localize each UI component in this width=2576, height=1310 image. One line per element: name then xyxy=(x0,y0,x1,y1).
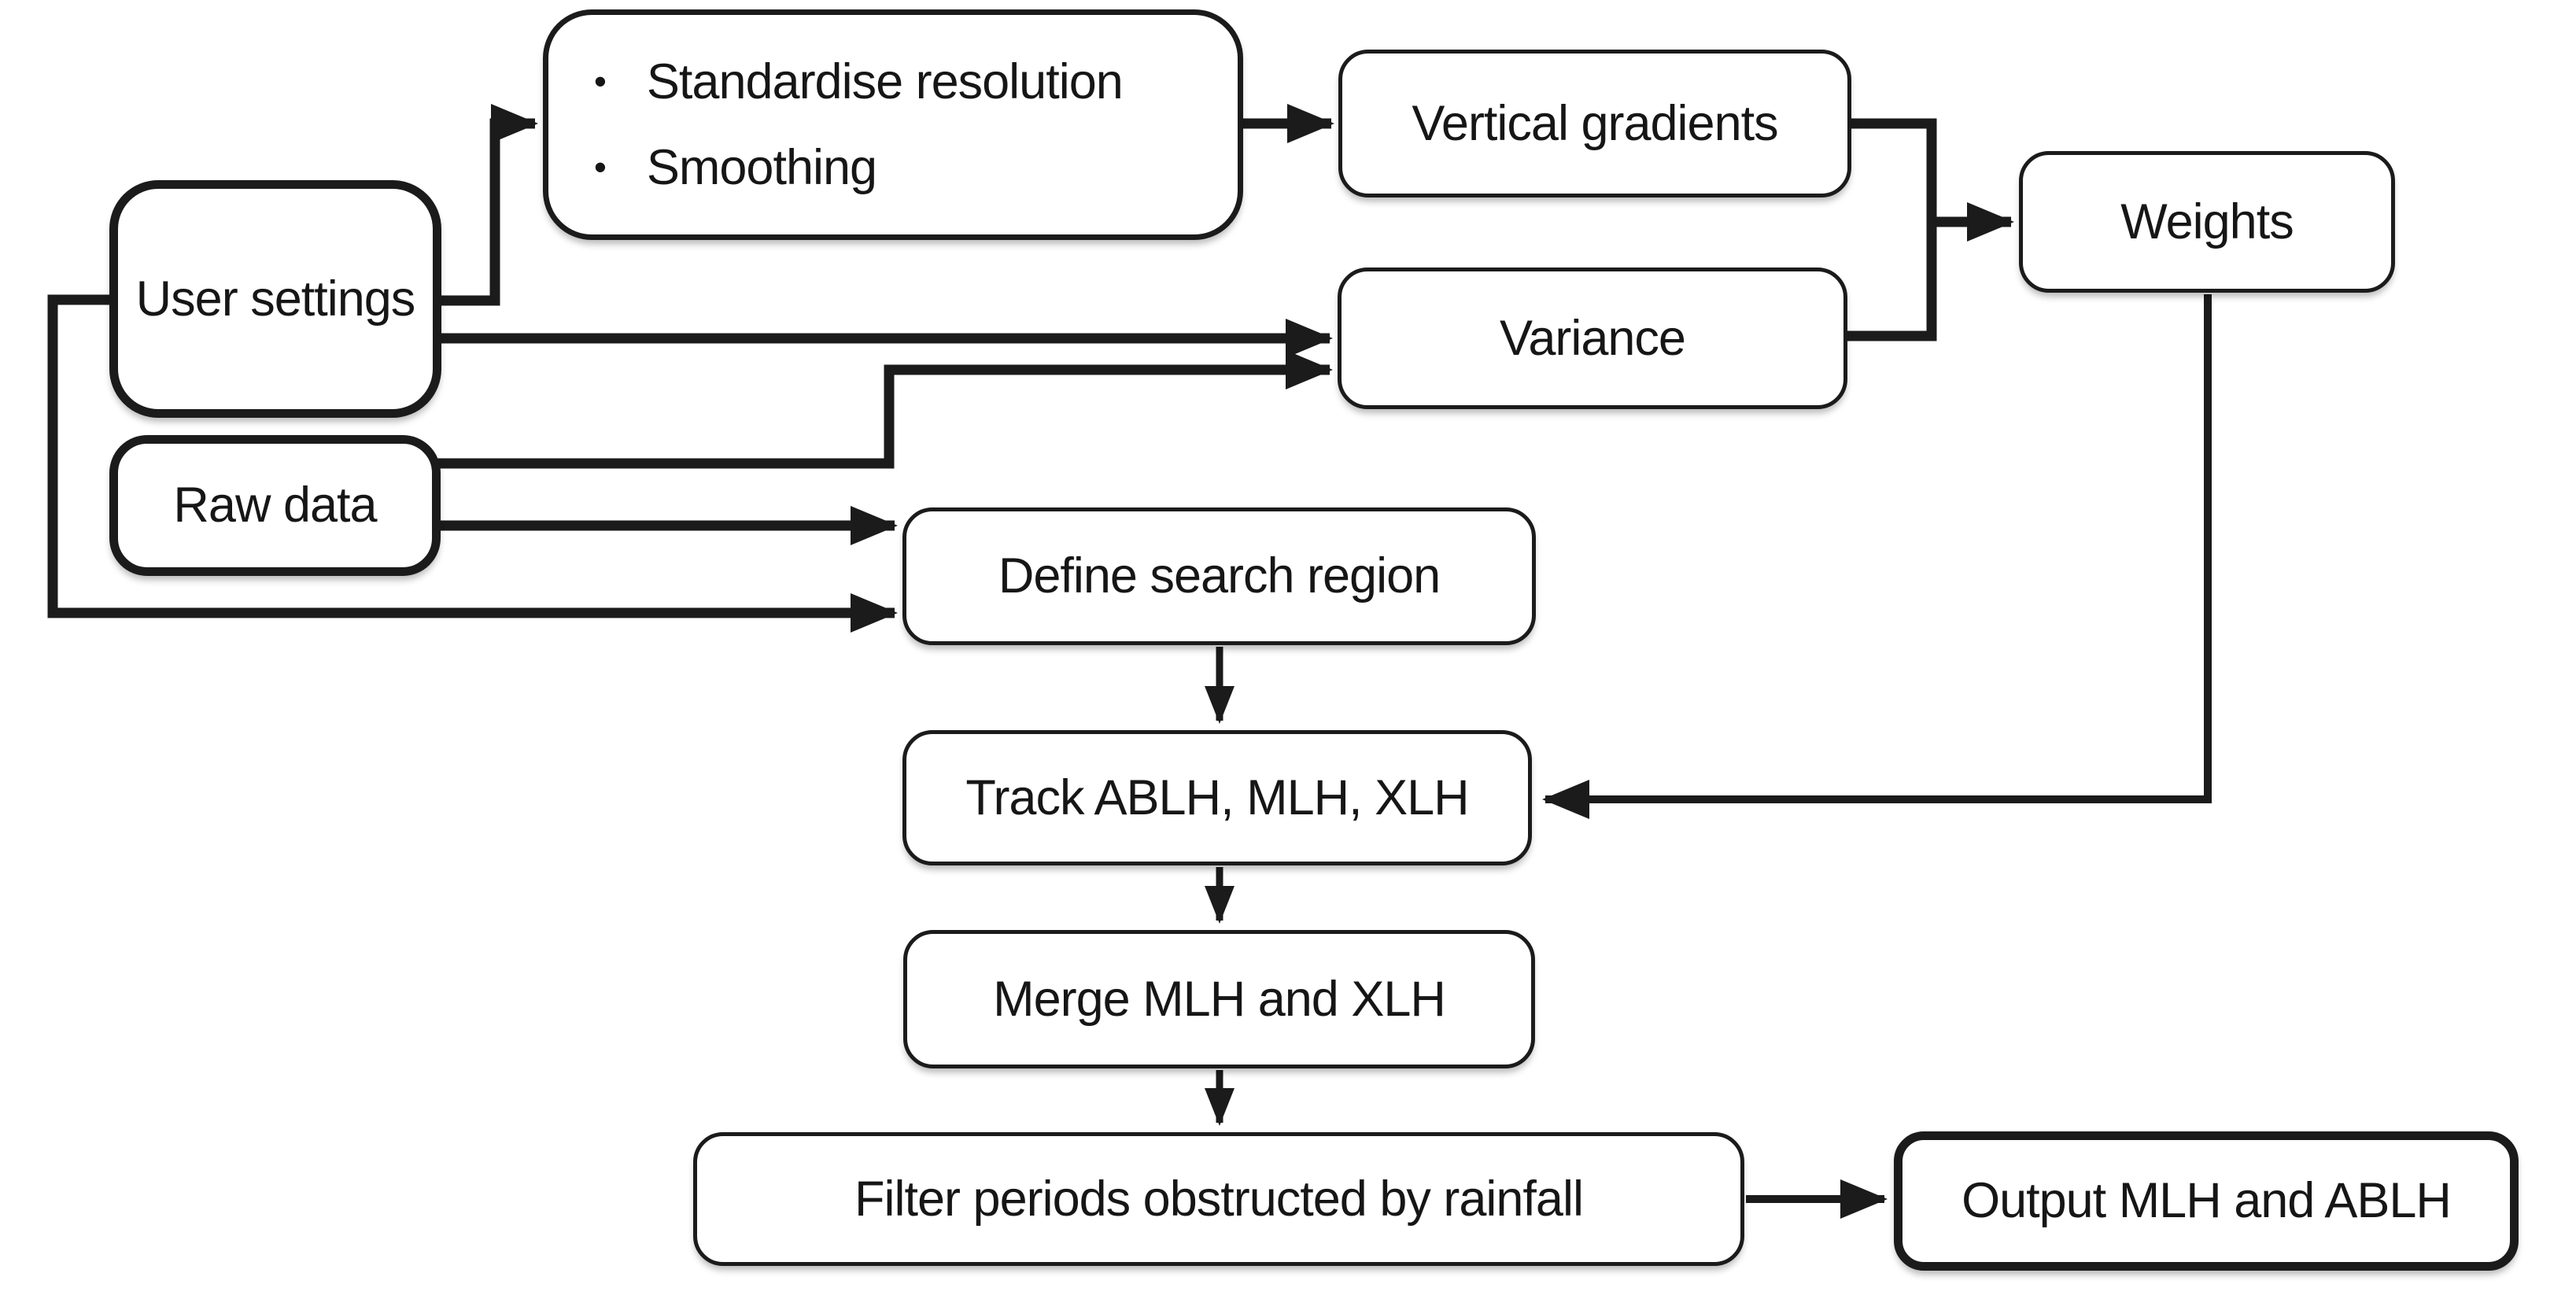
node-output: Output MLH and ABLH xyxy=(1894,1131,2519,1271)
node-label: Track ABLH, MLH, XLH xyxy=(965,769,1469,825)
node-label: Vertical gradients xyxy=(1412,95,1778,151)
bullet-icon: • xyxy=(594,146,607,187)
node-label: Define search region xyxy=(998,548,1441,604)
arrow-user-settings-to-preprocessing xyxy=(437,104,538,306)
list-item: • Standardise resolution xyxy=(594,39,1124,124)
node-label: Filter periods obstructed by rainfall xyxy=(854,1171,1584,1227)
node-define-search-region: Define search region xyxy=(902,507,1536,645)
node-label: Variance xyxy=(1500,310,1686,366)
node-label: Output MLH and ABLH xyxy=(1962,1173,2452,1229)
arrow-raw-data-to-variance xyxy=(435,350,1333,469)
preprocessing-list: • Standardise resolution • Smoothing xyxy=(548,39,1124,210)
node-raw-data: Raw data xyxy=(109,435,441,576)
arrow-user-settings-to-define-search-region xyxy=(47,294,898,633)
node-weights: Weights xyxy=(2019,151,2395,293)
node-label: Raw data xyxy=(173,478,377,533)
list-item-label: Standardise resolution xyxy=(646,54,1124,110)
node-preprocessing: • Standardise resolution • Smoothing xyxy=(543,9,1243,240)
node-user-settings: User settings xyxy=(109,180,441,418)
node-label: Weights xyxy=(2120,194,2294,249)
node-filter-rainfall: Filter periods obstructed by rainfall xyxy=(693,1132,1744,1266)
node-label: Merge MLH and XLH xyxy=(993,971,1446,1027)
node-vertical-gradients: Vertical gradients xyxy=(1338,50,1851,197)
arrow-weights-to-track xyxy=(1542,294,2212,819)
node-track-layers: Track ABLH, MLH, XLH xyxy=(902,730,1532,865)
connector-gradients-variance-junction xyxy=(1846,118,1937,341)
node-merge-layers: Merge MLH and XLH xyxy=(903,930,1535,1068)
bullet-icon: • xyxy=(594,61,607,102)
node-label: User settings xyxy=(135,271,416,327)
node-variance: Variance xyxy=(1338,268,1847,409)
list-item: • Smoothing xyxy=(594,125,1123,210)
list-item-label: Smoothing xyxy=(646,139,877,195)
